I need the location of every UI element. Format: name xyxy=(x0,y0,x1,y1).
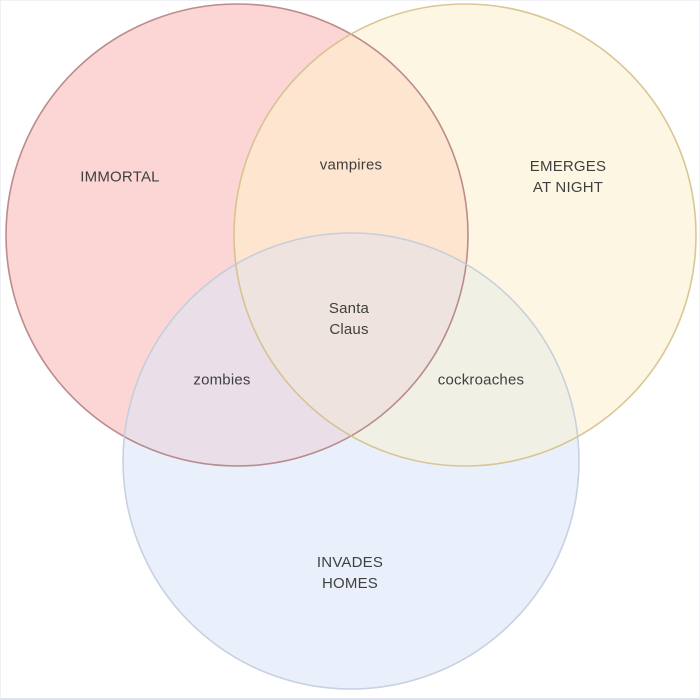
overlap-label-vampires: vampires xyxy=(319,156,383,174)
overlap-label-cockroaches: cockroaches xyxy=(437,371,525,389)
set-label-emerges-at-night: EMERGES AT NIGHT xyxy=(529,158,607,196)
set-label-invades-homes: INVADES HOMES xyxy=(316,554,384,592)
overlap-label-santa-claus: Santa Claus xyxy=(328,300,370,338)
outline-emerges-at-night xyxy=(233,3,697,467)
outline-invades-homes xyxy=(122,232,580,690)
outline-immortal xyxy=(5,3,469,467)
set-label-immortal: IMMORTAL xyxy=(80,168,160,186)
overlap-label-zombies: zombies xyxy=(193,371,251,389)
